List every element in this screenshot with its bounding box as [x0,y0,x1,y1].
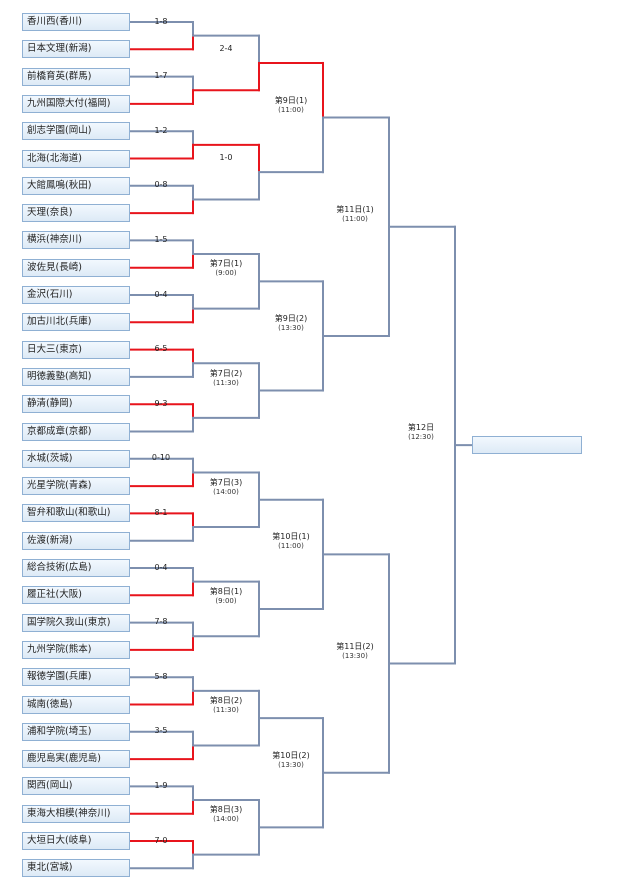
team-entry[interactable]: 波佐見(長崎) [22,258,130,277]
team-entry[interactable]: 光星学院(青森) [22,477,130,496]
r1-score: 0-4 [154,289,168,299]
team-entry[interactable]: 横浜(神奈川) [22,231,130,250]
r2-game-label: 第7日(2) [209,368,243,378]
team-entry[interactable]: 天理(奈良) [22,204,130,223]
r1-score: 0-8 [154,180,168,190]
team-entry[interactable]: 大垣日大(岐阜) [22,832,130,850]
r2-game-time: (14:00) [213,815,239,824]
team-entry[interactable]: 大館鳳鳴(秋田) [22,176,130,195]
team-entry[interactable]: 佐渡(新潟) [22,531,130,550]
semi-game-time: (11:00) [342,214,368,223]
team-entry[interactable]: 鹿児島実(鹿児島) [22,750,130,769]
r1-score: 1-5 [154,235,168,245]
r2-game-time: (14:00) [213,487,239,496]
team-entry[interactable]: 国学院久我山(東京) [22,613,130,632]
team-entry[interactable]: 創志学園(岡山) [22,122,130,141]
r1-score: 1-9 [154,781,168,791]
team-entry[interactable]: 静清(静岡) [22,395,130,414]
team-entry[interactable]: 関西(岡山) [22,777,130,796]
team-entry[interactable]: 東海大相模(神奈川) [22,804,130,823]
team-entry[interactable]: 東北(宮城) [22,859,130,878]
team-entry[interactable]: 九州国際大付(福岡) [22,94,130,113]
team-entry[interactable]: 前橋育英(群馬) [22,67,130,86]
r2-game-label: 第8日(1) [209,586,243,596]
team-entry[interactable]: 加古川北(兵庫) [22,313,130,332]
r1-score: 1-2 [154,125,168,135]
final-game-time: (12:30) [408,433,434,442]
team-entry[interactable]: 明徳義塾(高知) [22,367,130,386]
semi-game-label: 第11日(1) [336,204,374,214]
team-entry[interactable]: 京都成章(京都) [22,422,130,441]
r3-game-label: 第9日(1) [274,95,308,105]
r2-game-time: (9:00) [215,269,237,278]
champion-box [472,436,582,455]
team-entry[interactable]: 智弁和歌山(和歌山) [22,504,130,523]
team-entry[interactable]: 日本文理(新潟) [22,40,130,59]
r1-score: 1-7 [154,71,168,81]
r2-score: 1-0 [219,153,233,163]
r2-game-time: (11:30) [213,706,239,715]
r1-score: 1-8 [154,16,168,26]
r1-score: 6-5 [154,344,168,354]
team-entry[interactable]: 浦和学院(埼玉) [22,722,130,741]
r1-score: 0-10 [151,453,171,463]
r3-game-label: 第10日(2) [272,750,310,760]
r2-game-label: 第8日(3) [209,805,243,815]
r3-game-time: (11:00) [278,542,304,551]
team-entry[interactable]: 水城(茨城) [22,449,130,468]
r2-score: 2-4 [219,43,233,53]
team-entry[interactable]: 城南(徳島) [22,695,130,714]
r2-game-label: 第7日(3) [209,477,243,487]
r1-score: 9-3 [154,398,168,408]
r3-game-label: 第10日(1) [272,532,310,542]
team-entry[interactable]: 総合技術(広島) [22,559,130,577]
final-game-label: 第12日 [407,423,435,433]
team-entry[interactable]: 九州学院(熊本) [22,640,130,659]
team-entry[interactable]: 履正社(大阪) [22,586,130,605]
r2-game-label: 第7日(1) [209,259,243,269]
r1-score: 8-1 [154,508,168,518]
team-entry[interactable]: 金沢(石川) [22,286,130,304]
r3-game-time: (13:30) [278,760,304,769]
team-entry[interactable]: 日大三(東京) [22,340,130,359]
r3-game-time: (13:30) [278,323,304,332]
r1-score: 7-0 [154,835,168,845]
team-entry[interactable]: 香川西(香川) [22,13,130,31]
r3-game-time: (11:00) [278,105,304,114]
r1-score: 5-8 [154,671,168,681]
r2-game-label: 第8日(2) [209,696,243,706]
team-entry[interactable]: 北海(北海道) [22,149,130,168]
r2-game-time: (11:30) [213,378,239,387]
r1-score: 0-4 [154,562,168,572]
r2-game-time: (9:00) [215,596,237,605]
team-entry[interactable]: 報徳学園(兵庫) [22,668,130,687]
semi-game-time: (13:30) [342,651,368,660]
r1-score: 3-5 [154,726,168,736]
r3-game-label: 第9日(2) [274,313,308,323]
r1-score: 7-8 [154,617,168,627]
semi-game-label: 第11日(2) [336,641,374,651]
